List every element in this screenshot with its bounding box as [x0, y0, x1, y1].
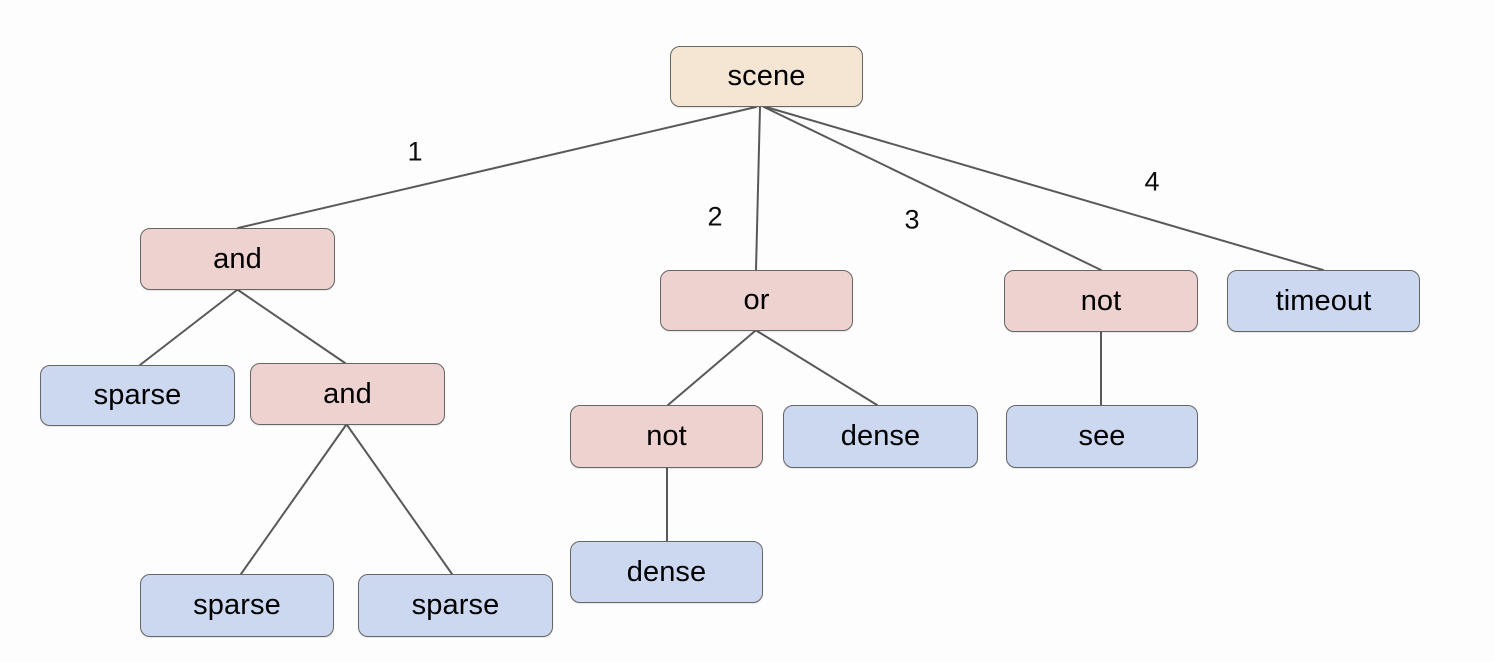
tree-node-sparse3[interactable]: sparse — [358, 574, 553, 637]
tree-node-see1[interactable]: see — [1006, 405, 1198, 468]
tree-node-label: sparse — [193, 589, 281, 621]
tree-node-label: not — [1080, 284, 1122, 317]
tree-node-label: dense — [840, 420, 921, 452]
tree-node-label: scene — [727, 60, 806, 92]
tree-node-timeout1[interactable]: timeout — [1227, 270, 1420, 332]
tree-edge — [346, 424, 453, 575]
tree-node-dense2[interactable]: dense — [570, 541, 763, 603]
edge-label-e-scene-not2: 3 — [904, 204, 920, 235]
tree-node-label: sparse — [411, 589, 500, 621]
tree-node-sparse2[interactable]: sparse — [140, 574, 334, 637]
tree-node-label: sparse — [93, 379, 182, 411]
edge-label-e-scene-and1: 1 — [407, 136, 423, 167]
tree-edge — [763, 106, 1102, 271]
tree-edge — [240, 424, 347, 575]
tree-node-and2[interactable]: and — [250, 363, 445, 425]
tree-edge — [755, 106, 761, 271]
tree-edge — [756, 330, 878, 406]
tree-edge — [237, 289, 346, 364]
tree-node-label: timeout — [1275, 284, 1372, 317]
tree-node-not2[interactable]: not — [1004, 270, 1198, 332]
tree-edge — [667, 330, 756, 406]
tree-node-sparse1[interactable]: sparse — [40, 365, 235, 426]
tree-edge — [139, 289, 238, 366]
tree-node-scene[interactable]: scene — [670, 46, 863, 107]
tree-edge — [237, 106, 757, 229]
tree-edge — [765, 106, 1324, 271]
tree-node-label: see — [1078, 420, 1126, 452]
tree-node-dense1[interactable]: dense — [783, 405, 978, 468]
tree-node-label: or — [743, 284, 770, 316]
tree-node-and1[interactable]: and — [140, 228, 335, 290]
edge-label-e-scene-timeout1: 4 — [1144, 166, 1160, 197]
tree-node-label: not — [646, 420, 687, 452]
tree-node-label: dense — [626, 555, 707, 588]
tree-node-label: and — [323, 377, 372, 410]
tree-node-label: and — [213, 242, 262, 275]
edge-label-e-scene-or1: 2 — [707, 201, 723, 232]
tree-node-not1[interactable]: not — [570, 405, 763, 468]
tree-node-or1[interactable]: or — [660, 270, 853, 331]
